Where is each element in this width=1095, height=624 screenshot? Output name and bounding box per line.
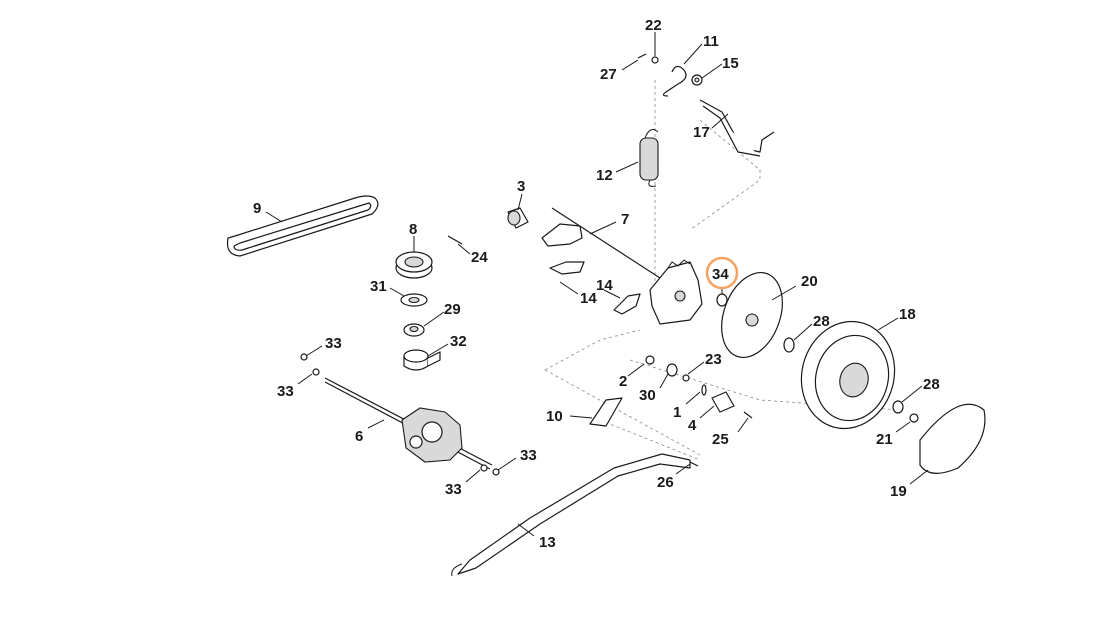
transmission[interactable] — [324, 377, 493, 470]
pin-1[interactable] — [701, 384, 707, 396]
callout-4[interactable]: 4 — [688, 417, 697, 434]
bushing-32[interactable] — [403, 349, 441, 371]
washer-2[interactable] — [645, 355, 655, 365]
callout-13[interactable]: 13 — [539, 534, 556, 551]
pin-26[interactable] — [689, 461, 699, 467]
clip-33[interactable] — [300, 353, 500, 476]
callout-14a[interactable]: 14 — [596, 277, 613, 294]
callout-33a[interactable]: 33 — [325, 335, 342, 352]
washer-31[interactable] — [400, 293, 428, 307]
callout-9[interactable]: 9 — [253, 200, 261, 217]
bearing-29[interactable] — [403, 323, 425, 337]
pinion-4[interactable] — [711, 391, 735, 413]
highlight-ring — [705, 256, 739, 290]
callout-14b[interactable]: 14 — [580, 290, 597, 307]
callout-10[interactable]: 10 — [546, 408, 563, 425]
spring-11[interactable] — [662, 65, 687, 97]
callout-12[interactable]: 12 — [596, 167, 613, 184]
callout-26[interactable]: 26 — [657, 474, 674, 491]
pulley[interactable] — [395, 251, 433, 279]
callout-31[interactable]: 31 — [370, 278, 387, 295]
callout-33b[interactable]: 33 — [277, 383, 294, 400]
callout-11[interactable]: 11 — [703, 33, 719, 50]
bearing-28b[interactable] — [892, 400, 904, 414]
gear-sector[interactable] — [649, 259, 703, 325]
callout-18[interactable]: 18 — [899, 306, 916, 323]
nut-21[interactable] — [909, 413, 919, 423]
bearing-28a[interactable] — [783, 337, 795, 353]
callout-2[interactable]: 2 — [619, 373, 627, 390]
callout-32[interactable]: 32 — [450, 333, 467, 350]
callout-27[interactable]: 27 — [600, 66, 617, 83]
callout-20[interactable]: 20 — [801, 273, 818, 290]
callout-labels: 22 11 27 15 17 12 3 7 9 8 24 34 20 14 14… — [253, 17, 940, 551]
callout-33d[interactable]: 33 — [445, 481, 462, 498]
callout-8[interactable]: 8 — [409, 221, 417, 238]
handle-bar[interactable] — [451, 453, 691, 577]
shift-shaft[interactable] — [541, 207, 661, 279]
callout-33c[interactable]: 33 — [520, 447, 537, 464]
pad-10[interactable] — [589, 397, 623, 427]
callout-24[interactable]: 24 — [471, 249, 488, 266]
lever-14a[interactable] — [549, 261, 585, 275]
wheel[interactable] — [790, 311, 907, 439]
washer-22[interactable] — [651, 56, 659, 64]
callout-29[interactable]: 29 — [444, 301, 461, 318]
callout-6[interactable]: 6 — [355, 428, 363, 445]
callout-3[interactable]: 3 — [517, 178, 525, 195]
wheel-cap[interactable] — [919, 403, 986, 474]
bushing-3[interactable] — [507, 207, 529, 229]
washer-34[interactable] — [716, 293, 728, 307]
callout-34[interactable]: 34 — [712, 266, 729, 283]
screw-25[interactable] — [743, 411, 753, 419]
bearing-30[interactable] — [666, 363, 678, 377]
leader-lines — [265, 32, 929, 537]
callout-25[interactable]: 25 — [712, 431, 729, 448]
callout-1[interactable]: 1 — [673, 404, 681, 421]
callout-21[interactable]: 21 — [876, 431, 893, 448]
wheel-hub-cap[interactable] — [711, 264, 794, 366]
callout-30[interactable]: 30 — [639, 387, 656, 404]
callout-23[interactable]: 23 — [705, 351, 722, 368]
callout-28b[interactable]: 28 — [923, 376, 940, 393]
callout-15[interactable]: 15 — [722, 55, 739, 72]
callout-28a[interactable]: 28 — [813, 313, 830, 330]
lever-rod[interactable] — [699, 99, 775, 157]
callout-17[interactable]: 17 — [693, 124, 710, 141]
drive-belt[interactable] — [226, 195, 379, 257]
pin-27[interactable] — [637, 53, 647, 59]
callout-7[interactable]: 7 — [621, 211, 629, 228]
clip-23[interactable] — [682, 374, 690, 382]
lever-14b[interactable] — [613, 293, 641, 315]
spring[interactable] — [639, 129, 659, 187]
pin[interactable] — [447, 235, 463, 245]
callout-22[interactable]: 22 — [645, 17, 662, 34]
callout-19[interactable]: 19 — [890, 483, 907, 500]
nut-15[interactable] — [691, 74, 703, 86]
